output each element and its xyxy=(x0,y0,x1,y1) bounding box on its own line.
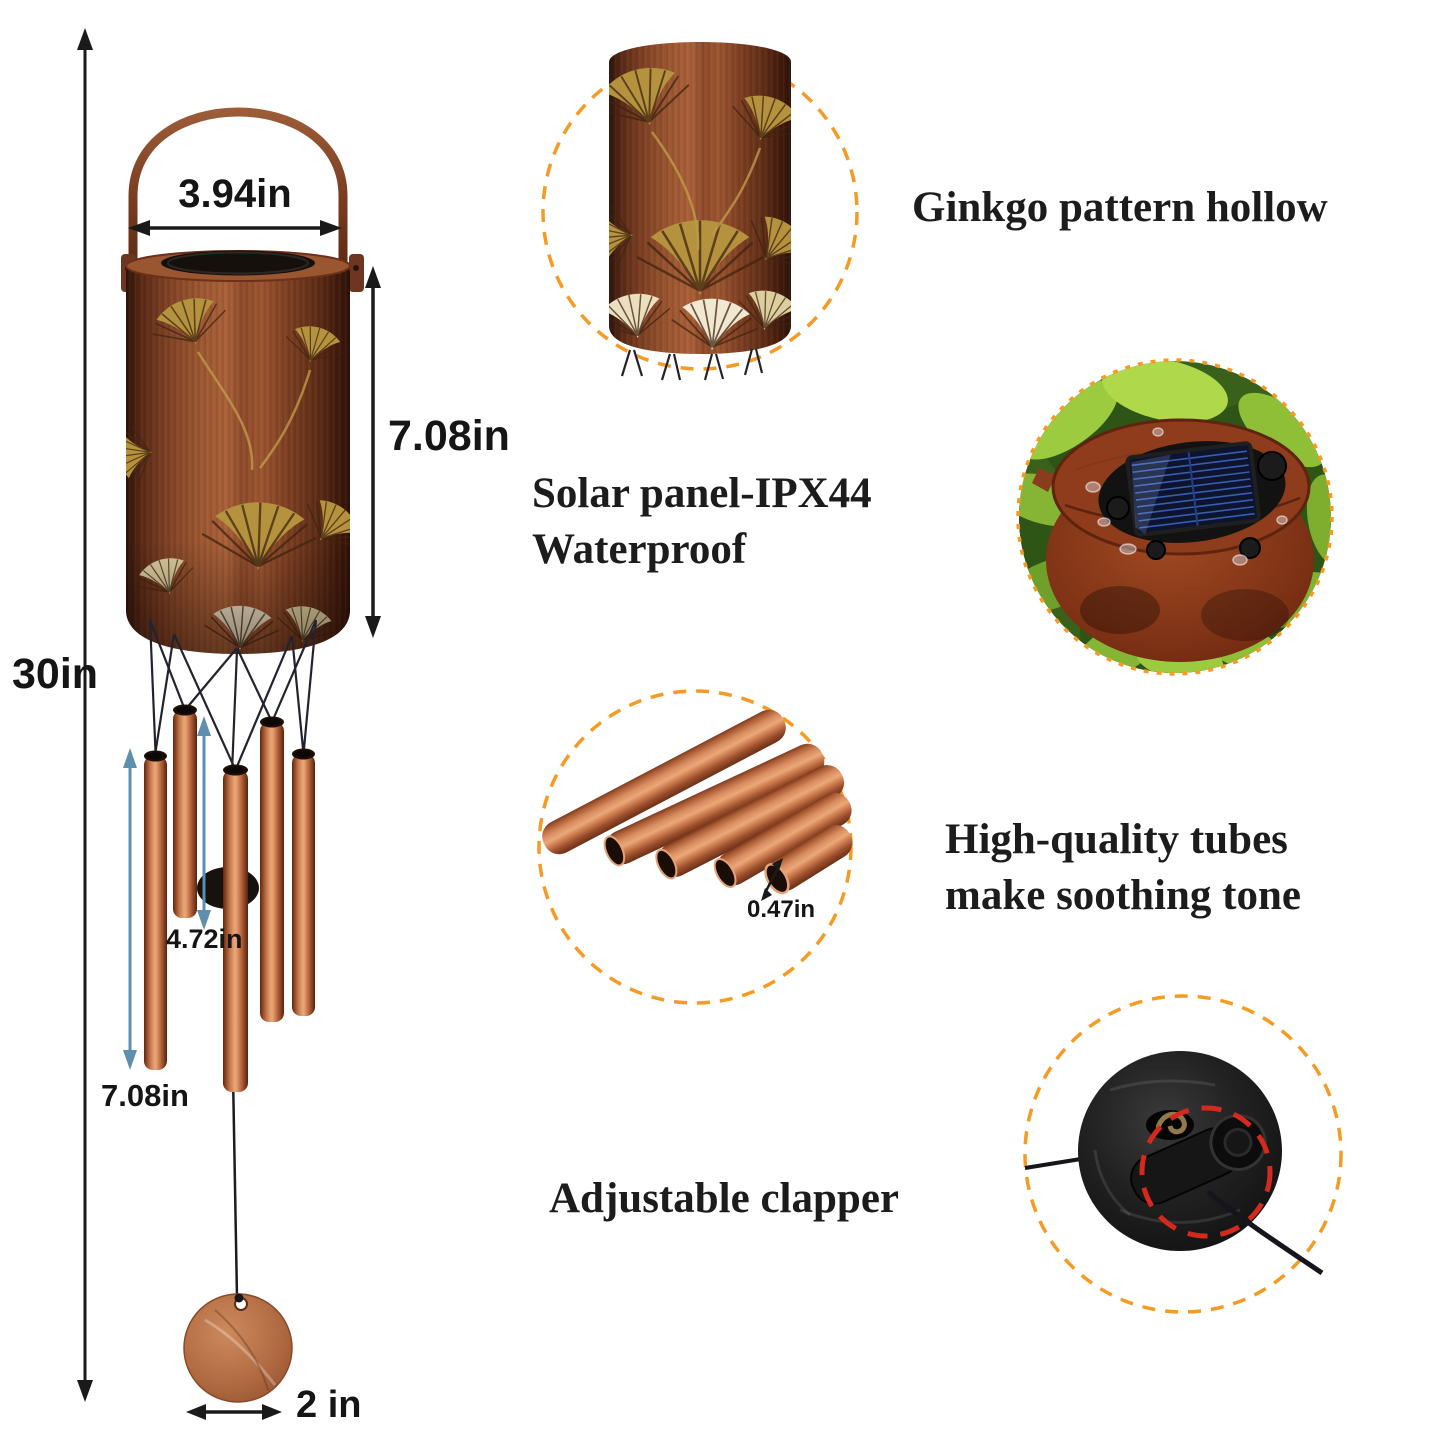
long-tube-arrow-icon xyxy=(123,748,137,1070)
pendant-disc xyxy=(183,1293,293,1403)
lantern-height-arrow-icon xyxy=(365,266,381,638)
hanger-width-arrow-icon xyxy=(128,220,342,236)
tubes-photo xyxy=(542,709,853,901)
feature-ginkgo-label: Ginkgo pattern hollow xyxy=(912,184,1328,231)
feature-clapper-label: Adjustable clapper xyxy=(549,1175,899,1222)
feature-solar-line1: Solar panel-IPX44 xyxy=(532,470,872,517)
feature-tubes-line1: High-quality tubes xyxy=(945,816,1288,863)
brass-hook-icon xyxy=(1155,1111,1187,1135)
cord-lock-toggle xyxy=(1130,1113,1267,1205)
lantern-body xyxy=(125,250,351,654)
callout-ginkgo xyxy=(541,42,859,381)
solar-panel-photo xyxy=(1019,361,1331,673)
callout-tubes xyxy=(537,689,853,1005)
overall-height-arrow-icon xyxy=(77,28,93,1402)
callout-circle-clapper-icon xyxy=(1023,994,1343,1314)
pendant-width-arrow-icon xyxy=(186,1404,282,1420)
main-product xyxy=(121,107,364,1403)
callout-circle-solar-icon xyxy=(1016,358,1334,676)
short-tube-arrow-icon xyxy=(197,716,211,930)
cylinder-strings xyxy=(620,348,764,381)
feature-solar-label: Solar panel-IPX44 Waterproof xyxy=(532,466,872,578)
feature-tubes-label: High-quality tubes make soothing tone xyxy=(945,812,1301,924)
hanger-width-label: 3.94in xyxy=(178,172,292,216)
callout-clapper xyxy=(1023,994,1343,1314)
lantern-height-label: 7.08in xyxy=(388,412,510,460)
ginkgo-cylinder xyxy=(609,42,791,381)
pendant-width-label: 2 in xyxy=(296,1384,362,1426)
tube-diameter-label: 0.47in xyxy=(747,896,816,923)
overall-height-label: 30in xyxy=(12,650,99,698)
long-tube-label: 7.08in xyxy=(101,1078,189,1113)
water-droplets xyxy=(1085,427,1288,566)
callout-solar xyxy=(1016,358,1334,676)
chime-tubes xyxy=(144,704,315,1092)
clapper-photo xyxy=(1024,1051,1324,1276)
suspension-strings xyxy=(148,619,318,871)
solar-cell xyxy=(1125,441,1261,537)
feature-tubes-line2: make soothing tone xyxy=(945,872,1301,919)
red-highlight-circle-icon xyxy=(1139,1105,1273,1239)
feature-solar-line2: Waterproof xyxy=(532,526,747,573)
solar-top-disc xyxy=(161,250,315,276)
tube-diameter-arrow-icon xyxy=(761,858,783,901)
short-tube-label: 4.72in xyxy=(166,924,243,954)
ginkgo-pattern xyxy=(126,287,350,654)
